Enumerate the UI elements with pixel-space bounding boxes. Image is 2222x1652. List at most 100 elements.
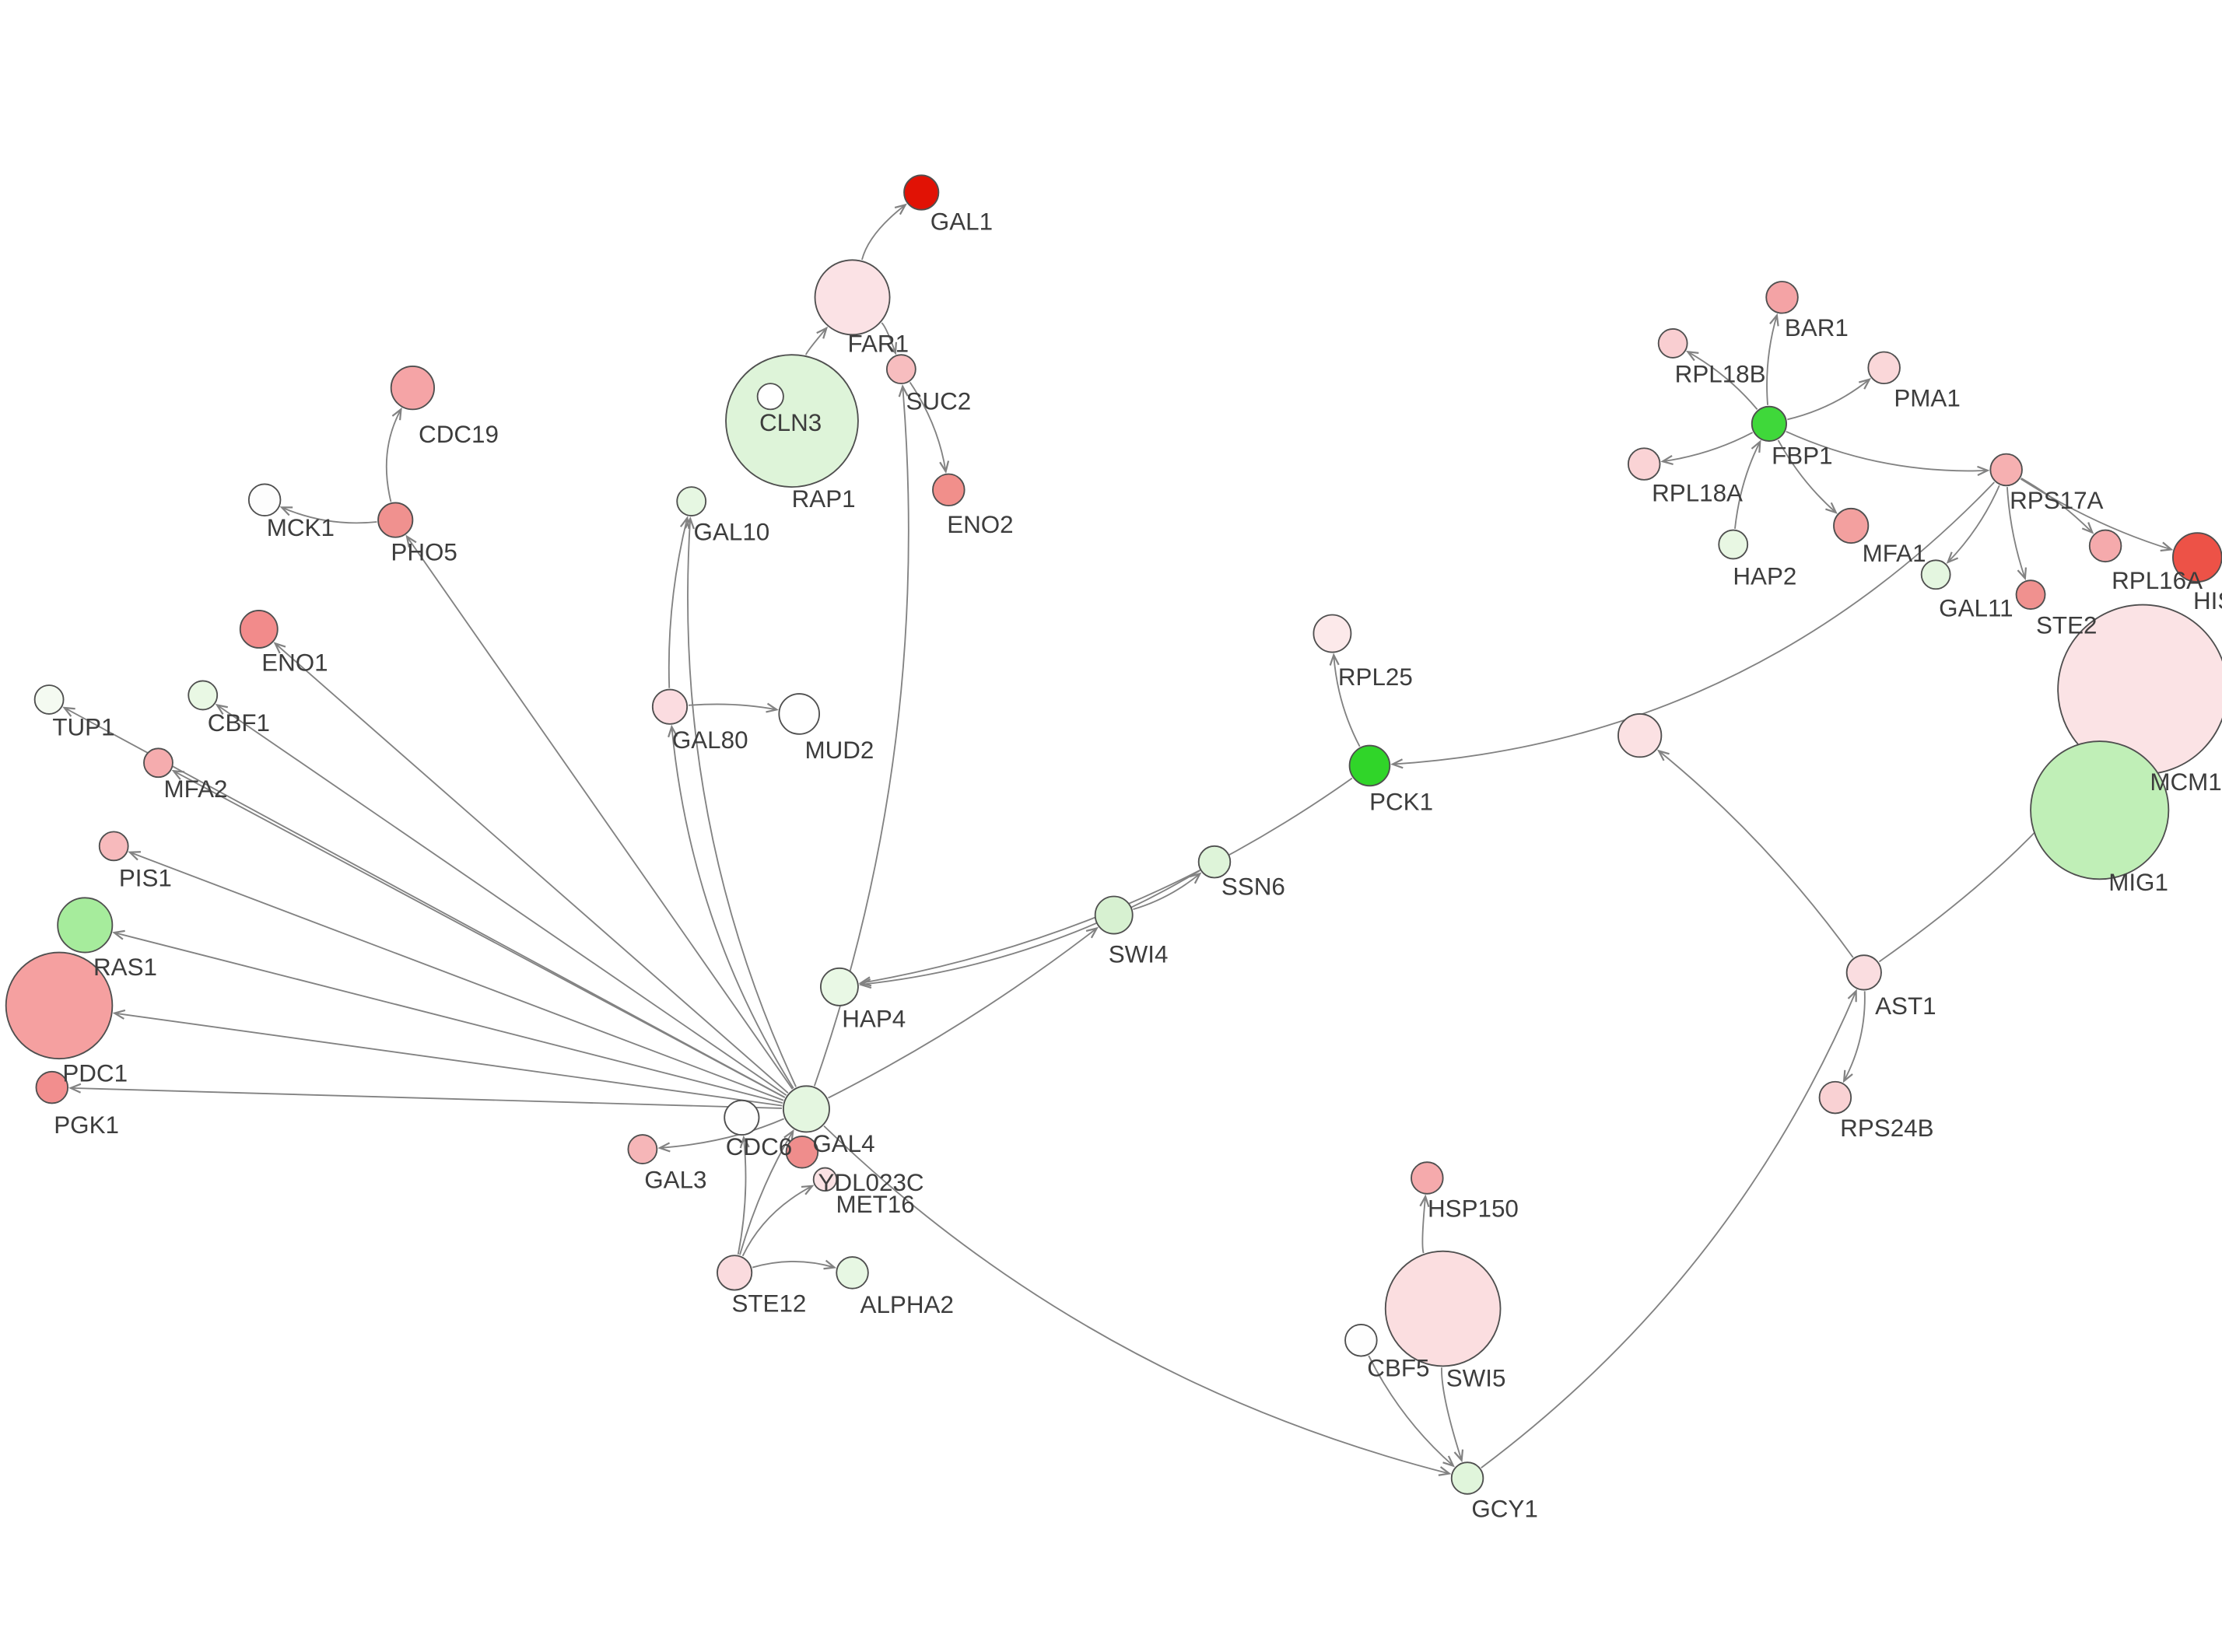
edge-pho5-cdc19 xyxy=(385,407,402,502)
node-gal3[interactable] xyxy=(627,1134,658,1164)
node-gal4[interactable] xyxy=(782,1085,830,1133)
node-rpl18b[interactable] xyxy=(1657,328,1688,359)
node-label-gcy1: GCY1 xyxy=(1471,1495,1537,1522)
node-suc2[interactable] xyxy=(885,354,916,385)
node-gcy1[interactable] xyxy=(1450,1461,1484,1495)
node-mig1[interactable] xyxy=(2030,740,2170,880)
node-met16[interactable] xyxy=(812,1167,838,1192)
node-ste12[interactable] xyxy=(717,1255,753,1291)
edge-fbp1-rpl18b xyxy=(1685,350,1758,410)
edge-fbp1-rpl18a xyxy=(1660,432,1754,466)
node-unlabeled[interactable] xyxy=(1617,713,1663,758)
node-label-eno2: ENO2 xyxy=(947,511,1013,538)
node-cbf5[interactable] xyxy=(1344,1323,1378,1357)
edge-gcy1-ast1 xyxy=(1481,989,1857,1468)
edge-gal4-ras1 xyxy=(112,929,783,1104)
node-gal80[interactable] xyxy=(651,688,689,725)
node-pma1[interactable] xyxy=(1867,351,1901,385)
node-his4[interactable] xyxy=(2171,532,2222,583)
node-fbp1[interactable] xyxy=(1751,405,1787,442)
node-hsp150[interactable] xyxy=(1411,1161,1444,1195)
edge-gal80-mud2 xyxy=(688,702,779,713)
node-label-gal10: GAL10 xyxy=(694,518,770,545)
node-ydl023c[interactable] xyxy=(785,1136,819,1169)
edge-far1-gal1 xyxy=(861,203,907,261)
node-eno1[interactable] xyxy=(239,610,279,649)
node-pck1[interactable] xyxy=(1348,744,1391,787)
edge-gal4-pho5 xyxy=(405,534,794,1090)
node-label-hap2: HAP2 xyxy=(1733,563,1796,590)
node-label-ssn6: SSN6 xyxy=(1221,873,1285,901)
node-ssn6[interactable] xyxy=(1197,845,1232,879)
edge-gal4-cbf1 xyxy=(215,703,787,1096)
edge-swi4-ssn6 xyxy=(1133,872,1202,911)
node-rpl18a[interactable] xyxy=(1627,447,1661,481)
edge-swi5-gcy1 xyxy=(1441,1367,1464,1463)
node-ste2[interactable] xyxy=(2015,579,2046,611)
node-rps17a[interactable] xyxy=(1989,453,2023,487)
node-rpl16a[interactable] xyxy=(2088,529,2122,563)
node-gal11[interactable] xyxy=(1920,559,1951,590)
node-pdc1[interactable] xyxy=(5,951,114,1060)
node-pis1[interactable] xyxy=(98,831,129,862)
edge-fbp1-bar1 xyxy=(1766,313,1779,405)
node-mud2[interactable] xyxy=(778,693,820,735)
node-label-gal11: GAL11 xyxy=(1939,594,2013,621)
node-label-pis1: PIS1 xyxy=(119,865,172,892)
node-cdc19[interactable] xyxy=(390,366,436,411)
node-layer xyxy=(5,174,2222,1495)
node-mck1[interactable] xyxy=(247,483,282,516)
edge-gal4-swi4 xyxy=(828,926,1099,1099)
node-mfa1[interactable] xyxy=(1833,507,1870,544)
node-label-met16: MET16 xyxy=(836,1191,915,1218)
node-hap4[interactable] xyxy=(819,967,859,1006)
node-label-eno1: ENO1 xyxy=(261,649,328,677)
node-label-cbf1: CBF1 xyxy=(208,709,270,737)
node-swi4[interactable] xyxy=(1094,895,1134,935)
edge-rps17a-ste2 xyxy=(2006,487,2027,581)
node-cbf1[interactable] xyxy=(188,680,219,711)
node-gal10[interactable] xyxy=(676,486,707,516)
node-mfa2[interactable] xyxy=(143,747,173,779)
node-eno2[interactable] xyxy=(932,473,966,507)
edge-ste12-cdc6 xyxy=(737,1135,750,1255)
node-hap2[interactable] xyxy=(1718,529,1749,560)
edge-pck1-rpl25 xyxy=(1329,653,1361,747)
node-ast1[interactable] xyxy=(1845,954,1882,991)
node-label-swi5: SWI5 xyxy=(1446,1364,1506,1391)
edge-rap1-far1 xyxy=(804,326,829,355)
node-gal1[interactable] xyxy=(903,174,940,211)
node-rps24b[interactable] xyxy=(1818,1080,1852,1115)
edge-far1-suc2 xyxy=(881,322,897,355)
node-ras1[interactable] xyxy=(57,897,114,954)
edge-gal4-gal80 xyxy=(668,724,794,1089)
node-far1[interactable] xyxy=(814,259,891,336)
node-pgk1[interactable] xyxy=(35,1070,69,1104)
node-label-rap1: RAP1 xyxy=(792,485,856,513)
node-rpl25[interactable] xyxy=(1313,614,1352,653)
node-alpha2[interactable] xyxy=(836,1256,869,1290)
edge-rps17a-rpl16a xyxy=(2020,478,2094,534)
node-label-swi4: SWI4 xyxy=(1109,940,1169,968)
edge-gal4-eno1 xyxy=(273,642,789,1094)
node-bar1[interactable] xyxy=(1765,281,1799,314)
edge-ste12-met16 xyxy=(741,1185,815,1257)
node-label-rps24b: RPS24B xyxy=(1840,1115,1933,1142)
node-tup1[interactable] xyxy=(33,684,65,715)
node-label-cdc6: CDC6 xyxy=(726,1133,792,1160)
edge-ste12-alpha2 xyxy=(752,1259,837,1270)
edge-gal4-gal3 xyxy=(657,1118,784,1153)
edge-gal4-gcy1 xyxy=(823,1125,1452,1476)
label-layer: RAP1CLN3FAR1SUC2GAL1ENO2GAL10CDC19MCK1PH… xyxy=(52,208,2222,1523)
node-swi5[interactable] xyxy=(1384,1250,1502,1367)
node-label-gal80: GAL80 xyxy=(672,726,748,754)
node-cdc6[interactable] xyxy=(724,1099,760,1136)
edge-pho5-mck1 xyxy=(279,506,377,524)
edge-gal80-gal10 xyxy=(668,516,690,688)
node-label-mck1: MCK1 xyxy=(267,514,335,541)
node-pho5[interactable] xyxy=(377,502,414,538)
node-label-ste12: STE12 xyxy=(731,1290,806,1317)
node-cln3[interactable] xyxy=(756,383,784,411)
node-rap1[interactable] xyxy=(725,354,859,488)
